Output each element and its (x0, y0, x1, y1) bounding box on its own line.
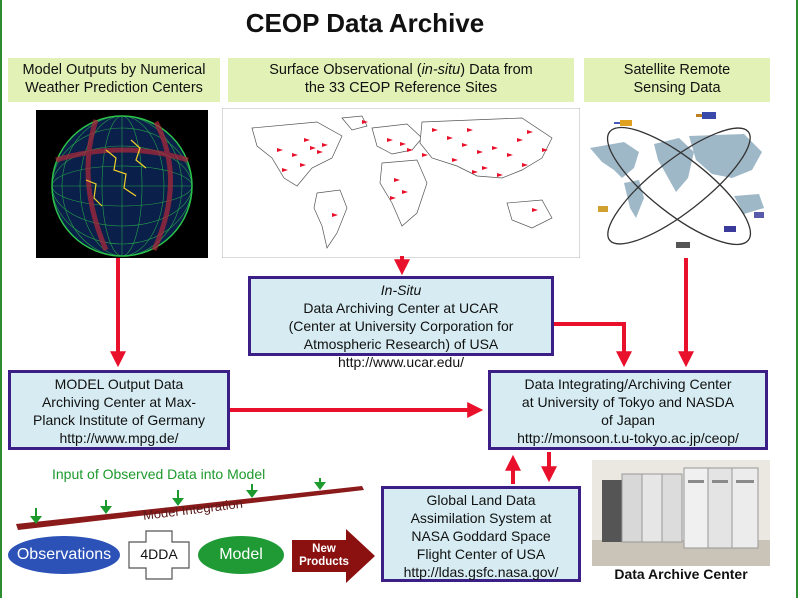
satellite-icons (598, 112, 764, 248)
box-integrating-line-1: Data Integrating/Archiving Center (524, 376, 732, 392)
new-products-line-1: New (312, 543, 336, 555)
header-surface-observational: Surface Observational (in-situ) Data fro… (228, 58, 574, 102)
header-satellite-line-2: Sensing Data (633, 80, 721, 96)
satellite-orbits-image (584, 108, 774, 258)
station-markers (277, 120, 548, 217)
world-map-reference-sites (222, 108, 580, 258)
fourdda-cross-shape (128, 530, 190, 580)
box-gldas-line-4: Flight Center of USA (416, 546, 546, 562)
header-model-line-2: Weather Prediction Centers (25, 80, 203, 96)
model-ellipse: Model (198, 536, 284, 574)
box-insitu-line-1: In-Situ Data Archiving Center at UCAR (303, 282, 499, 316)
box-model-line-2: Archiving Center at Max- (41, 394, 197, 410)
model-label: Model (219, 546, 263, 563)
box-insitu-url: http://www.ucar.edu/ (337, 354, 465, 370)
header-surface-line-1: Surface Observational (in-situ) Data fro… (269, 62, 533, 78)
new-products-line-2: Products (299, 556, 349, 568)
page-title: CEOP Data Archive (245, 8, 485, 38)
box-gldas-nasa: Global Land Data Assimilation System at … (381, 486, 581, 582)
header-satellite: Satellite Remote Sensing Data (584, 58, 770, 102)
box-integrating-line-3: of Japan (601, 412, 655, 428)
input-observed-label: Input of Observed Data into Model (52, 466, 266, 482)
header-surface-line-2: the 33 CEOP Reference Sites (304, 80, 498, 96)
box-model-mpg: MODEL Output Data Archiving Center at Ma… (8, 370, 230, 450)
globe-model-grid-image (36, 110, 208, 258)
box-integrating-line-2: at University of Tokyo and NASDA (521, 394, 735, 410)
box-insitu-line-2: (Center at University Corporation for (288, 318, 514, 334)
model-integration-schematic (16, 478, 364, 530)
observations-label: Observations (16, 546, 112, 563)
box-model-line-3: Planck Institute of Germany (33, 412, 205, 428)
header-satellite-line-1: Satellite Remote (623, 62, 731, 78)
box-insitu-ucar: In-Situ Data Archiving Center at UCAR (C… (248, 276, 554, 370)
new-products-label: New Products (294, 543, 354, 569)
box-integrating-url: http://monsoon.t.u-tokyo.ac.jp/ceop/ (517, 430, 739, 446)
box-insitu-line-3: Atmospheric Research) of USA (303, 336, 499, 352)
box-gldas-line-3: NASA Goddard Space (411, 528, 551, 544)
data-archive-center-caption: Data Archive Center (614, 566, 748, 582)
arrow-insitu-to-integrating (554, 322, 632, 368)
observations-ellipse: Observations (8, 536, 120, 574)
fourdda-label: 4DDA (140, 546, 178, 562)
box-integrating-tokyo: Data Integrating/Archiving Center at Uni… (488, 370, 768, 450)
new-products-arrow-shape (292, 529, 375, 583)
box-gldas-url: http://ldas.gsfc.nasa.gov/ (403, 564, 559, 580)
box-model-line-1: MODEL Output Data (54, 376, 184, 392)
box-gldas-line-1: Global Land Data (426, 492, 536, 508)
header-model-line-1: Model Outputs by Numerical (22, 62, 206, 78)
box-gldas-line-2: Assimilation System at (410, 510, 552, 526)
data-archive-center-photo (592, 460, 770, 566)
header-model-outputs: Model Outputs by Numerical Weather Predi… (8, 58, 220, 102)
box-model-url: http://www.mpg.de/ (59, 430, 179, 446)
